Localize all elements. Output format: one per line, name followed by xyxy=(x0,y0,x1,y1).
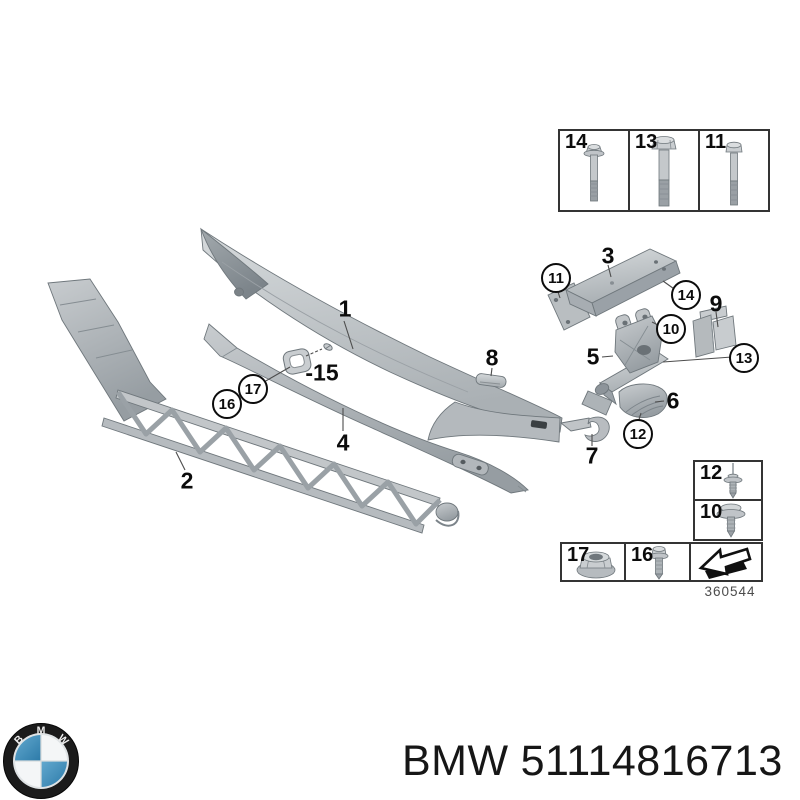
bmw-logo: B M W xyxy=(3,723,79,799)
part-8-adapter-plate xyxy=(475,373,507,388)
callout-circle-17: 17 xyxy=(238,374,268,404)
fastener-cell-10: 10 xyxy=(695,501,761,539)
fastener-table-bottom: 17 16 xyxy=(560,542,763,582)
push-rivet-icon xyxy=(716,503,746,538)
fastener-label-17: 17 xyxy=(567,544,590,566)
callout-circle-13: 13 xyxy=(729,343,759,373)
callout-circle-14: 14 xyxy=(671,280,701,310)
fastener-label-11: 11 xyxy=(705,131,727,153)
part-number: 51114816713 xyxy=(520,737,783,785)
expansion-rivet-icon xyxy=(723,463,743,499)
callout-circle-11: 11 xyxy=(541,263,571,293)
callout-circle-12: 12 xyxy=(623,419,653,449)
part-label-4: 4 xyxy=(336,429,350,456)
part-9-side-bracket xyxy=(692,305,737,358)
part-label-6: 6 xyxy=(666,387,680,414)
part-15-screw-icon xyxy=(323,343,333,351)
fastener-label-13: 13 xyxy=(635,131,658,153)
fastener-cell-17: 17 xyxy=(562,544,626,580)
part-label-8: 8 xyxy=(485,344,499,371)
part-1-reinforcement-bar xyxy=(200,227,563,443)
fastener-cell-12: 12 xyxy=(695,462,761,501)
part-4-lower-reinforcement xyxy=(203,323,529,494)
part-label-15: -15 xyxy=(305,359,339,386)
part-6-cover-shell xyxy=(618,383,668,418)
fastener-label-12: 12 xyxy=(700,462,723,484)
fastener-cell-13: 13 xyxy=(630,131,700,210)
part-15-towing-eye-cover xyxy=(282,348,312,375)
hex-bolt-large-icon xyxy=(651,136,677,207)
fastener-table-side: 12 10 xyxy=(693,460,763,541)
flange-bolt-icon xyxy=(583,144,605,202)
fastener-table-top: 14 13 xyxy=(558,129,770,212)
logo-letter-m: M xyxy=(37,725,46,737)
hex-bolt-small-icon xyxy=(725,141,743,206)
part-5-towing-bracket xyxy=(581,308,669,416)
part-7-towing-hook xyxy=(559,416,610,442)
fastener-label-10: 10 xyxy=(700,501,723,523)
drawing-number: 360544 xyxy=(704,584,756,599)
fastener-label-14: 14 xyxy=(565,131,588,153)
part-label-5: 5 xyxy=(586,343,600,370)
callout-circle-16: 16 xyxy=(212,389,242,419)
direction-arrow-icon xyxy=(698,547,752,579)
part-label-7: 7 xyxy=(585,442,599,469)
fastener-cell-14: 14 xyxy=(560,131,630,210)
brand-name: BMW xyxy=(402,737,509,785)
part-label-9: 9 xyxy=(709,290,723,317)
part-label-1: 1 xyxy=(338,295,352,322)
flange-nut-icon xyxy=(576,551,616,579)
fastener-label-16: 16 xyxy=(631,544,654,566)
part-2-impact-absorber xyxy=(47,278,460,534)
fastener-cell-arrow xyxy=(691,544,761,580)
callout-circle-10: 10 xyxy=(656,314,686,344)
flange-screw-icon xyxy=(649,546,668,580)
part-label-2: 2 xyxy=(180,467,194,494)
part-label-3: 3 xyxy=(601,242,615,269)
fastener-cell-16: 16 xyxy=(626,544,691,580)
fastener-cell-11: 11 xyxy=(700,131,768,210)
